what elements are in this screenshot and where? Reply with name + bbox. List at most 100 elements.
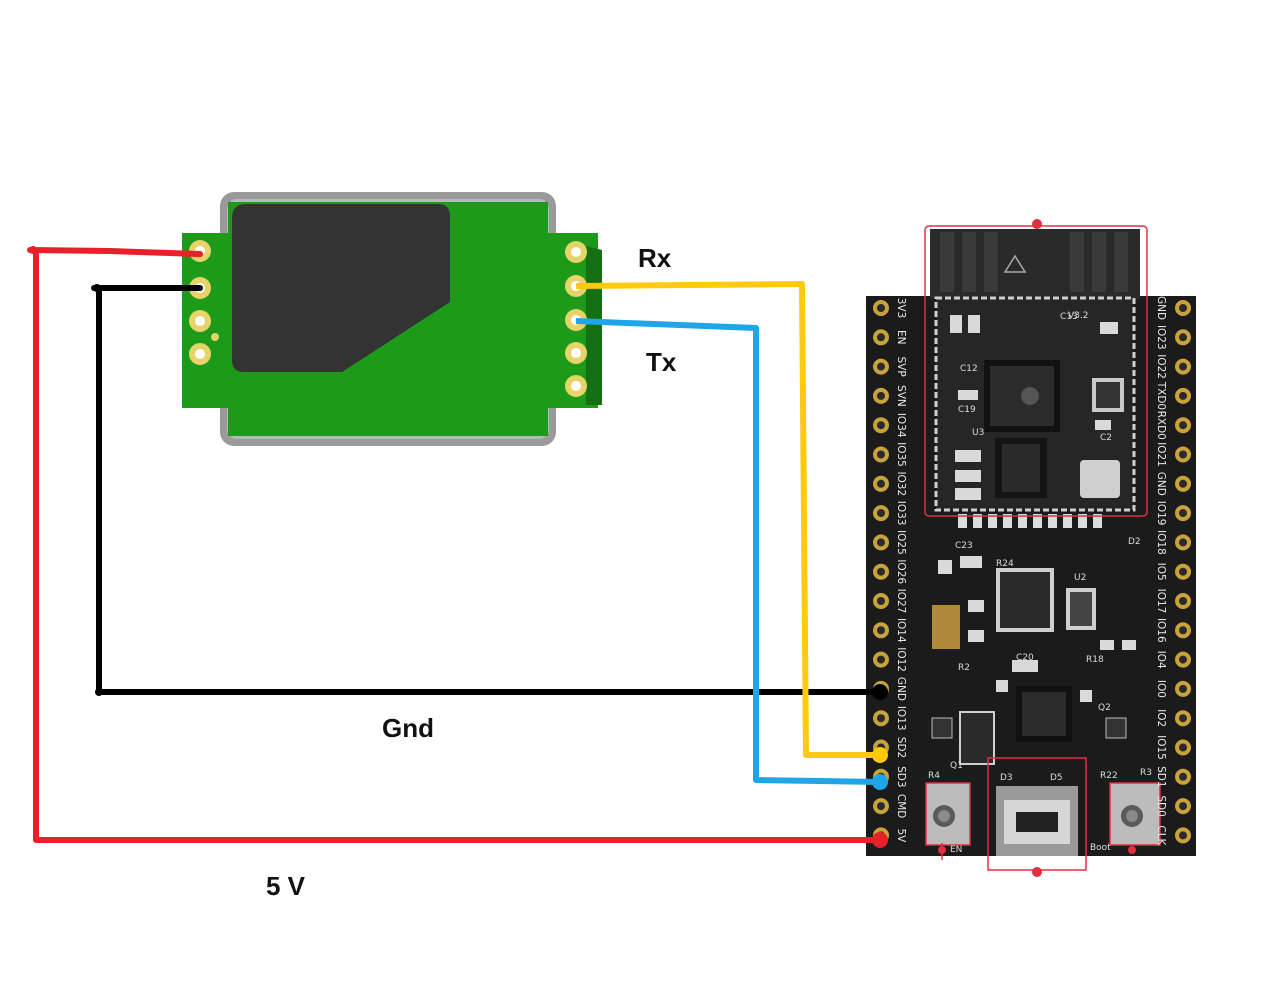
right-pin-label: IO16	[1155, 618, 1167, 643]
right-pin-label: IO22	[1155, 354, 1167, 379]
rx-label: Rx	[638, 243, 672, 273]
right-pin-hole	[1179, 391, 1187, 400]
en-button[interactable]	[925, 782, 971, 860]
svg-text:C2: C2	[1100, 433, 1112, 443]
left-pin-labels: 3V3ENSVPSVNIO34IO35IO32IO33IO25IO26IO27I…	[895, 298, 907, 843]
board-sd3-pin-dot	[872, 774, 888, 790]
svg-text:R3: R3	[1140, 768, 1152, 778]
svg-text:C19: C19	[958, 405, 976, 415]
left-pin-hole	[877, 333, 885, 342]
right-pin-hole	[1179, 772, 1187, 781]
left-pin-label: IO13	[895, 706, 907, 731]
antenna-outline	[924, 219, 1148, 517]
right-pin-hole	[1179, 655, 1187, 664]
svg-text:C23: C23	[955, 541, 973, 551]
right-pin-hole	[1179, 714, 1187, 723]
right-pin-label: IO15	[1155, 735, 1167, 760]
left-pin-label: IO33	[895, 501, 907, 526]
wire-5v-end	[29, 246, 37, 254]
wire-rx	[575, 281, 882, 758]
right-pin-label: IO4	[1155, 651, 1167, 669]
antenna	[930, 229, 1140, 299]
svg-text:D2: D2	[1128, 537, 1141, 547]
wire-tx	[575, 318, 883, 785]
svg-text:D3: D3	[1000, 773, 1013, 783]
svg-text:Boot: Boot	[1090, 843, 1111, 853]
left-pin-hole	[877, 362, 885, 371]
right-pin-label: SD1	[1155, 766, 1167, 787]
left-pin-label: SVN	[895, 385, 907, 407]
left-pin-label: SD3	[895, 766, 907, 787]
right-pin-label: RXD0	[1155, 411, 1167, 440]
gnd-label: Gnd	[382, 713, 434, 743]
right-pin-label: IO0	[1155, 680, 1167, 698]
micro-usb-port[interactable]	[987, 757, 1087, 877]
svg-text:Q2: Q2	[1098, 703, 1111, 713]
svg-text:D5: D5	[1050, 773, 1063, 783]
left-pin-hole	[877, 421, 885, 430]
svg-text:EN: EN	[950, 845, 962, 855]
right-pin-hole	[1179, 597, 1187, 605]
right-pin-label: SD0	[1155, 795, 1167, 816]
right-pin-label: IO23	[1155, 325, 1167, 350]
left-pin-label: SVP	[895, 357, 907, 377]
right-pin-hole	[1179, 421, 1187, 430]
right-pin-hole	[1179, 831, 1187, 840]
right-pin-label: IO2	[1155, 709, 1167, 727]
right-pin-label: IO5	[1155, 563, 1167, 581]
left-pin-hole	[877, 304, 885, 312]
esp32-board: C13 V3.2 C12 C19 C2 U3 C23 R24 U2 C3 R2 …	[866, 219, 1196, 877]
left-pin-label: EN	[895, 330, 907, 345]
right-pin-hole	[1179, 538, 1187, 547]
right-pin-hole	[1179, 450, 1187, 459]
left-pin-hole	[877, 597, 885, 605]
right-pin-hole	[1179, 362, 1187, 371]
svg-text:C20: C20	[1016, 653, 1034, 663]
left-pin-label: IO14	[895, 618, 907, 643]
left-pin-hole	[877, 802, 885, 811]
left-pin-label: 3V3	[895, 298, 907, 319]
right-pin-label: IO17	[1155, 589, 1167, 614]
svg-text:C12: C12	[960, 364, 978, 374]
left-pin-hole	[877, 391, 885, 400]
wire-gnd-corner	[95, 688, 103, 696]
svg-text:U2: U2	[1074, 573, 1086, 583]
right-pin-hole	[1179, 304, 1187, 312]
svg-text:R18: R18	[1086, 655, 1104, 665]
right-pin-label: TXD0	[1155, 381, 1167, 410]
right-pin-hole	[1179, 743, 1187, 752]
svg-text:R4: R4	[928, 771, 940, 781]
wire-5v	[27, 247, 203, 257]
left-pin-label: IO34	[895, 413, 907, 438]
right-pin-label: CLK	[1155, 825, 1167, 846]
board-gnd-pin-dot	[872, 684, 888, 700]
left-pin-label: IO35	[895, 442, 907, 467]
svg-text:R24: R24	[996, 559, 1014, 569]
svg-text:Q1: Q1	[950, 761, 963, 771]
board-sd2-pin-dot	[872, 747, 888, 763]
wire-gnd-end	[93, 284, 101, 292]
svg-text:R22: R22	[1100, 771, 1118, 781]
right-pin-label: GND	[1155, 296, 1167, 320]
sensor-module	[182, 192, 602, 446]
right-pin-hole	[1179, 567, 1187, 576]
left-pin-label: CMD	[895, 794, 907, 818]
right-pin-hole	[1179, 802, 1187, 811]
left-pin-hole	[877, 626, 885, 635]
left-pin-hole	[877, 450, 885, 459]
left-pin-hole	[877, 714, 885, 723]
sensor-element	[232, 204, 450, 372]
left-pin-label: IO32	[895, 471, 907, 496]
right-pin-hole	[1179, 479, 1187, 488]
right-pin-hole	[1179, 684, 1187, 693]
svg-text:C3: C3	[970, 603, 982, 613]
right-pin-label: GND	[1155, 472, 1167, 496]
board-5v-pin-dot	[872, 832, 888, 848]
left-pin-label: IO27	[895, 589, 907, 614]
boot-button[interactable]	[1109, 782, 1161, 854]
svg-text:U3: U3	[972, 428, 984, 438]
svg-text:R2: R2	[958, 663, 970, 673]
left-pin-hole	[877, 509, 885, 518]
right-pin-header	[1175, 300, 1191, 844]
left-pin-label: IO25	[895, 530, 907, 555]
